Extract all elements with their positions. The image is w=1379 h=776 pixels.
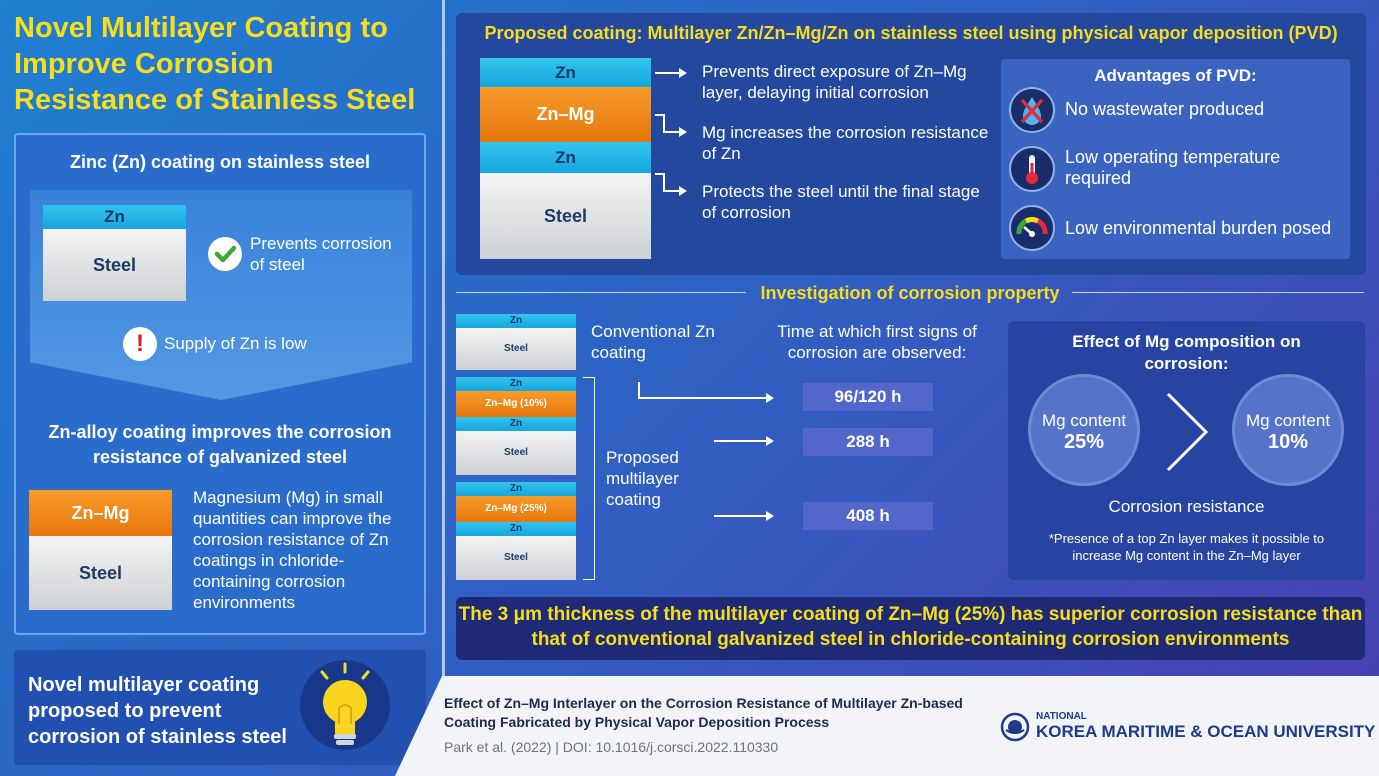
column-divider <box>442 0 445 680</box>
layer-zn-top: Zn <box>480 58 651 87</box>
stack2-zn-bottom: Zn <box>456 417 576 431</box>
warning-icon: ! <box>123 327 157 361</box>
stack3-zn-top: Zn <box>456 482 576 496</box>
stack3-zn-bottom: Zn <box>456 522 576 536</box>
time-mg10: 288 h <box>803 428 933 456</box>
time-heading: Time at which first signs of corrosion a… <box>777 322 977 362</box>
bracket <box>583 377 595 580</box>
paper-title: Effect of Zn–Mg Interlayer on the Corros… <box>444 695 963 730</box>
pvd-item-2: Low operating temperature required <box>1065 147 1281 188</box>
prevents-text: Prevents corrosion of steel <box>250 234 392 274</box>
pvd-item-3: Low environmental burden posed <box>1065 218 1332 238</box>
note-1: Prevents direct exposure of Zn–Mg layer,… <box>702 62 967 102</box>
arrow-3 <box>665 186 687 196</box>
znmg-layer: Zn–Mg <box>29 490 172 536</box>
note-3: Protects the steel until the final stage… <box>702 182 980 222</box>
conventional-label: Conventional Zn coating <box>591 322 715 362</box>
layer-zn-bottom: Zn <box>480 142 651 173</box>
pvd-advantages-box <box>1001 59 1350 259</box>
layer-steel: Steel <box>480 173 651 259</box>
investigation-heading: Investigation of corrosion property <box>760 283 1060 303</box>
conclusion: The 3 μm thickness of the multilayer coa… <box>456 597 1365 660</box>
university-seal-icon <box>1000 712 1030 742</box>
divider-right <box>1072 292 1364 293</box>
arrow-2 <box>665 127 687 137</box>
steel-layer: Steel <box>43 229 186 301</box>
note-2: Mg increases the corrosion resistance of… <box>702 123 989 163</box>
check-icon <box>208 237 242 271</box>
time-mg25: 408 h <box>803 502 933 530</box>
alloy-heading: Zn-alloy coating improves the corrosion … <box>48 422 392 467</box>
time-conventional: 96/120 h <box>803 383 933 411</box>
supply-low-text: Supply of Zn is low <box>164 334 307 353</box>
steel-layer-2: Steel <box>29 536 172 610</box>
logo-main: KOREA MARITIME & OCEAN UNIVERSITY <box>1036 722 1376 741</box>
proposed-heading: Proposed coating: Multilayer Zn/Zn–Mg/Zn… <box>484 23 1338 43</box>
mg-circle-25-label: Mg content <box>1041 411 1127 430</box>
zn-layer: Zn <box>43 205 186 229</box>
stack1-steel: Steel <box>456 328 576 370</box>
arrow-25 <box>714 511 774 521</box>
arrow-conv <box>638 393 774 403</box>
gauge-icon <box>1009 205 1055 251</box>
pvd-item-1: No wastewater produced <box>1065 99 1265 119</box>
mg-text: Magnesium (Mg) in small quantities can i… <box>193 488 392 612</box>
stack2-steel: Steel <box>456 431 576 475</box>
stack2-zn-top: Zn <box>456 377 576 391</box>
proposed-label: Proposed multilayer coating <box>606 448 679 509</box>
mg-circle-25-value: 25% <box>1063 431 1105 453</box>
connector-conv <box>638 382 640 398</box>
mg-note: *Presence of a top Zn layer makes it pos… <box>1048 531 1325 563</box>
arrow-1 <box>655 68 687 78</box>
mg-circle-25: Mg content 25% <box>1028 374 1140 486</box>
mg-circle-10-label: Mg content <box>1245 411 1331 430</box>
stack1-zn: Zn <box>456 314 576 328</box>
footer <box>395 676 1379 776</box>
arrow-10 <box>714 436 774 446</box>
page-title: Novel Multilayer Coating to Improve Corr… <box>14 12 416 116</box>
mg-circle-10: Mg content 10% <box>1232 374 1344 486</box>
bottom-left-text: Novel multilayer coating proposed to pre… <box>28 674 287 748</box>
zinc-heading: Zinc (Zn) coating on stainless steel <box>69 152 371 172</box>
mg-circle-10-value: 10% <box>1267 431 1309 453</box>
citation: Park et al. (2022) | DOI: 10.1016/j.cors… <box>444 739 779 755</box>
mg-effect-heading: Effect of Mg composition on corrosion: <box>1072 332 1301 373</box>
pvd-heading: Advantages of PVD: <box>1094 66 1257 85</box>
logo-small: NATIONAL <box>1036 711 1087 722</box>
thermometer-icon <box>1009 146 1055 192</box>
connector-2 <box>655 114 665 133</box>
connector-3 <box>655 173 665 192</box>
divider-left <box>456 292 746 293</box>
corrosion-resistance-caption: Corrosion resistance <box>1108 497 1265 516</box>
stack3-steel: Steel <box>456 536 576 580</box>
stack3-znmg: Zn–Mg (25%) <box>456 496 576 522</box>
greater-than-icon <box>1162 390 1212 474</box>
layer-znmg: Zn–Mg <box>480 87 651 142</box>
no-water-icon <box>1009 87 1055 133</box>
lightbulb-icon <box>310 662 380 750</box>
stack2-znmg: Zn–Mg (10%) <box>456 391 576 417</box>
